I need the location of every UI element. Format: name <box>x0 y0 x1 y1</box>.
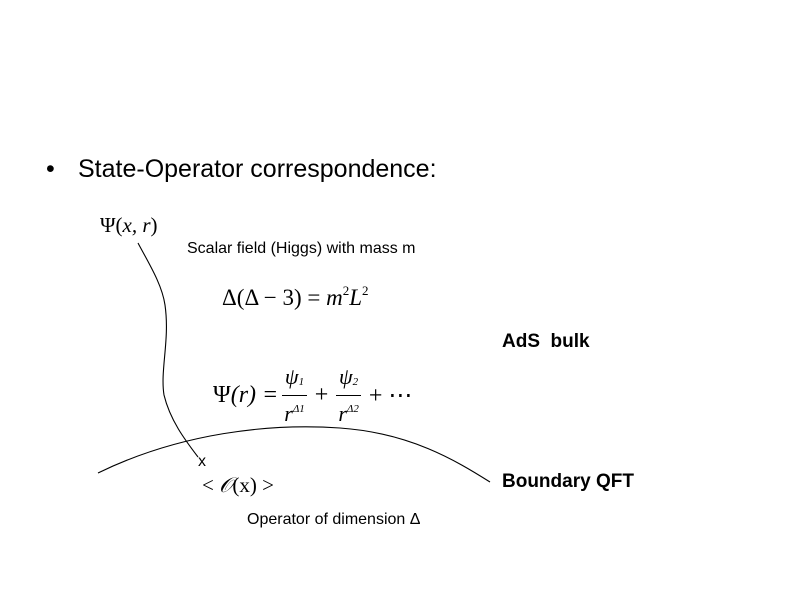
term-2-psi: ψ <box>339 363 353 389</box>
term-1-psi-subscript: 1 <box>298 375 305 388</box>
term-1-numerator: ψ1 <box>283 364 306 395</box>
bulk-field-close: ) <box>150 213 158 237</box>
ads-bulk-label: AdS bulk <box>502 331 590 352</box>
field-expansion-equation: Ψ(r) = ψ1 rΔ1 + ψ2 rΔ2 + ⋯ <box>213 364 416 426</box>
term-2-delta: Δ <box>346 402 354 415</box>
term-1-r: r <box>284 400 293 426</box>
expansion-lhs-arg: (r) = <box>230 381 279 408</box>
operator-symbol: 𝒪 <box>219 473 233 497</box>
term-1-psi: ψ <box>284 363 299 389</box>
term-2-numerator: ψ2 <box>337 364 360 395</box>
expansion-plus-1: + <box>314 381 329 408</box>
term-2-r: r <box>338 400 347 426</box>
term-2-exponent: Δ2 <box>347 403 359 415</box>
scalar-field-description: Scalar field (Higgs) with mass m <box>187 240 416 257</box>
term-2-psi-subscript: 2 <box>352 375 359 388</box>
bulk-field-args: x, r <box>122 213 151 237</box>
mass-exponent: 2 <box>342 283 350 298</box>
expansion-tail: + ⋯ <box>368 382 413 409</box>
term-1-exponent: Δ1 <box>293 403 305 415</box>
term-1-denominator: rΔ1 <box>282 396 307 427</box>
mass-relation-lhs: Δ(Δ − 3) = <box>222 285 327 310</box>
ads-radius-symbol: L <box>349 285 362 310</box>
bullet-heading: • State-Operator correspondence: <box>46 152 437 186</box>
boundary-point-marker: x <box>198 453 206 470</box>
operator-expectation: < 𝒪(x) > <box>202 473 274 498</box>
boundary-qft-label: Boundary QFT <box>502 471 634 492</box>
bulk-field-symbol: Ψ <box>100 213 116 237</box>
bullet-dot: • <box>46 155 55 183</box>
expansion-term-1: ψ1 rΔ1 <box>282 364 307 427</box>
term-2-denominator: rΔ2 <box>336 396 361 427</box>
operator-dimension-label: Operator of dimension Δ <box>247 511 421 528</box>
bulk-field-label: Ψ(x, r) <box>100 213 158 238</box>
operator-arg: (x) <box>232 473 257 497</box>
expansion-term-2: ψ2 rΔ2 <box>336 364 361 427</box>
bulk-field-curve <box>137 242 199 458</box>
term-1-fraction-bar <box>282 394 307 396</box>
bulk-field-open: ( <box>115 213 123 237</box>
boundary-curve <box>97 426 491 483</box>
term-1-delta: Δ <box>292 402 300 415</box>
ads-radius-exponent: 2 <box>362 283 369 298</box>
operator-close-bracket: > <box>256 473 274 497</box>
heading-text: State-Operator correspondence: <box>78 155 437 183</box>
expansion-lhs-symbol: Ψ <box>213 381 231 408</box>
term-2-delta-subscript: 2 <box>353 402 359 415</box>
term-1-delta-subscript: 1 <box>299 402 305 415</box>
operator-open-bracket: < <box>202 473 220 497</box>
term-2-fraction-bar <box>336 394 361 396</box>
mass-symbol: m <box>326 285 343 310</box>
mass-relation-equation: Δ(Δ − 3) = m2L2 <box>222 283 369 311</box>
